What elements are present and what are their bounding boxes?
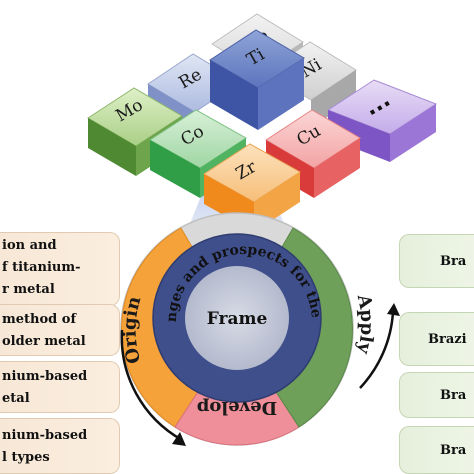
right-box-2-label: Brazi	[428, 331, 467, 347]
left-box-4-line-2: l types	[2, 450, 50, 465]
left-box-1-line-2: f titanium-	[2, 260, 81, 275]
cube-ti: Ti	[209, 29, 305, 130]
left-box-2-line-1: method of	[2, 312, 77, 327]
right-box-1: Bra	[399, 234, 474, 288]
apply-label: Apply	[352, 292, 377, 356]
develop-label: Develop	[197, 397, 277, 418]
right-box-4: Bra	[399, 426, 474, 474]
frame-disc	[185, 266, 289, 370]
right-box-3-label: Bra	[440, 387, 467, 403]
right-box-4-label: Bra	[440, 442, 467, 458]
origin-develop-arrowhead	[172, 432, 186, 446]
right-box-2: Brazi	[399, 312, 474, 366]
left-box-1-line-1: ion and	[2, 238, 57, 253]
left-box-1-line-3: r metal	[2, 282, 55, 297]
develop-apply-arrowhead	[387, 303, 400, 316]
cube-dots: ...	[326, 79, 438, 162]
develop-apply-arrow	[359, 311, 395, 389]
origin-develop-arrow	[120, 329, 183, 442]
left-box-3: nium-based etal	[0, 361, 120, 413]
left-box-3-line-1: nium-based	[2, 369, 88, 384]
right-box-3: Bra	[399, 372, 474, 418]
apply-textpath: Apply	[352, 292, 377, 356]
frame-label: Frame	[207, 309, 268, 329]
left-box-1: ion and f titanium- r metal	[0, 232, 120, 306]
left-box-2-line-2: older metal	[2, 334, 86, 349]
left-box-4: nium-based l types	[0, 418, 120, 474]
left-box-2: method of older metal	[0, 304, 120, 356]
left-box-4-line-1: nium-based	[2, 428, 88, 443]
right-box-1-label: Bra	[440, 253, 467, 269]
cube-cu: Cu	[265, 109, 361, 198]
left-box-3-line-2: etal	[2, 391, 30, 406]
